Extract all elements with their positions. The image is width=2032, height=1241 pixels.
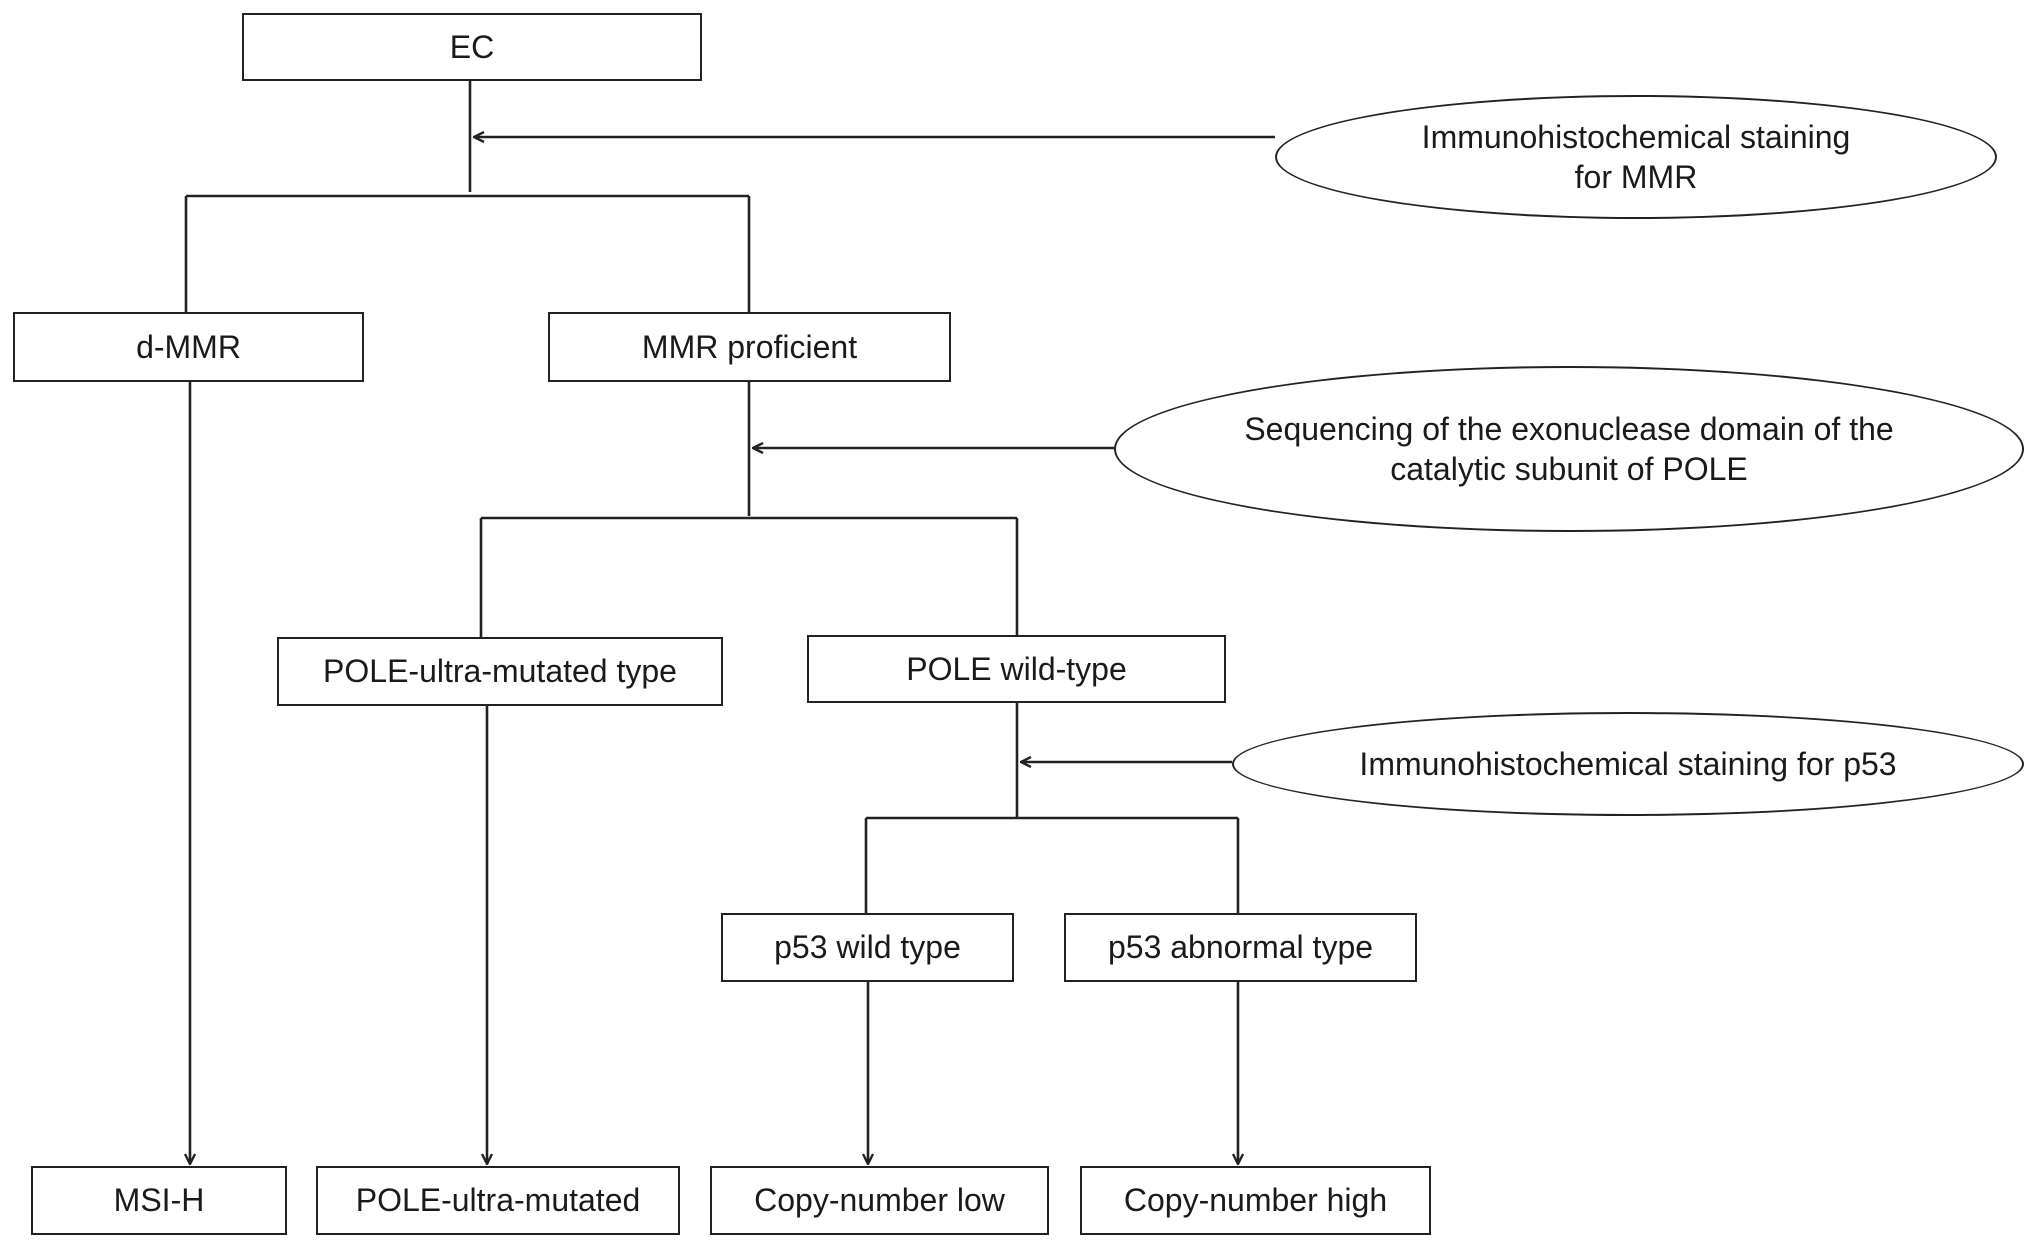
test-mmr-ihc-line2: for MMR [1574, 159, 1698, 195]
node-p53-abnormal-type: p53 abnormal type [1064, 913, 1417, 982]
test-mmr-ihc-line1: Immunohistochemical staining [1421, 119, 1851, 155]
node-copy-number-high: Copy-number high [1080, 1166, 1431, 1235]
test-pole-sequencing: Sequencing of the exonuclease domain of … [1114, 366, 2024, 532]
test-pole-sequencing-line1: Sequencing of the exonuclease domain of … [1244, 411, 1894, 447]
test-p53-ihc-line1: Immunohistochemical staining for p53 [1359, 746, 1897, 782]
node-msi-h: MSI-H [31, 1166, 287, 1235]
node-pole-ultra-mutated: POLE-ultra-mutated [316, 1166, 680, 1235]
node-pole-wild-type: POLE wild-type [807, 635, 1226, 703]
node-p53-wild-type: p53 wild type [721, 913, 1014, 982]
node-ec: EC [242, 13, 702, 81]
test-pole-sequencing-line2: catalytic subunit of POLE [1390, 451, 1748, 487]
test-mmr-ihc: Immunohistochemical staining for MMR [1275, 95, 1997, 219]
node-pole-ultra-mutated-type: POLE-ultra-mutated type [277, 637, 723, 706]
node-mmr-proficient: MMR proficient [548, 312, 951, 382]
test-p53-ihc: Immunohistochemical staining for p53 [1232, 712, 2024, 816]
node-d-mmr: d-MMR [13, 312, 364, 382]
node-copy-number-low: Copy-number low [710, 1166, 1049, 1235]
